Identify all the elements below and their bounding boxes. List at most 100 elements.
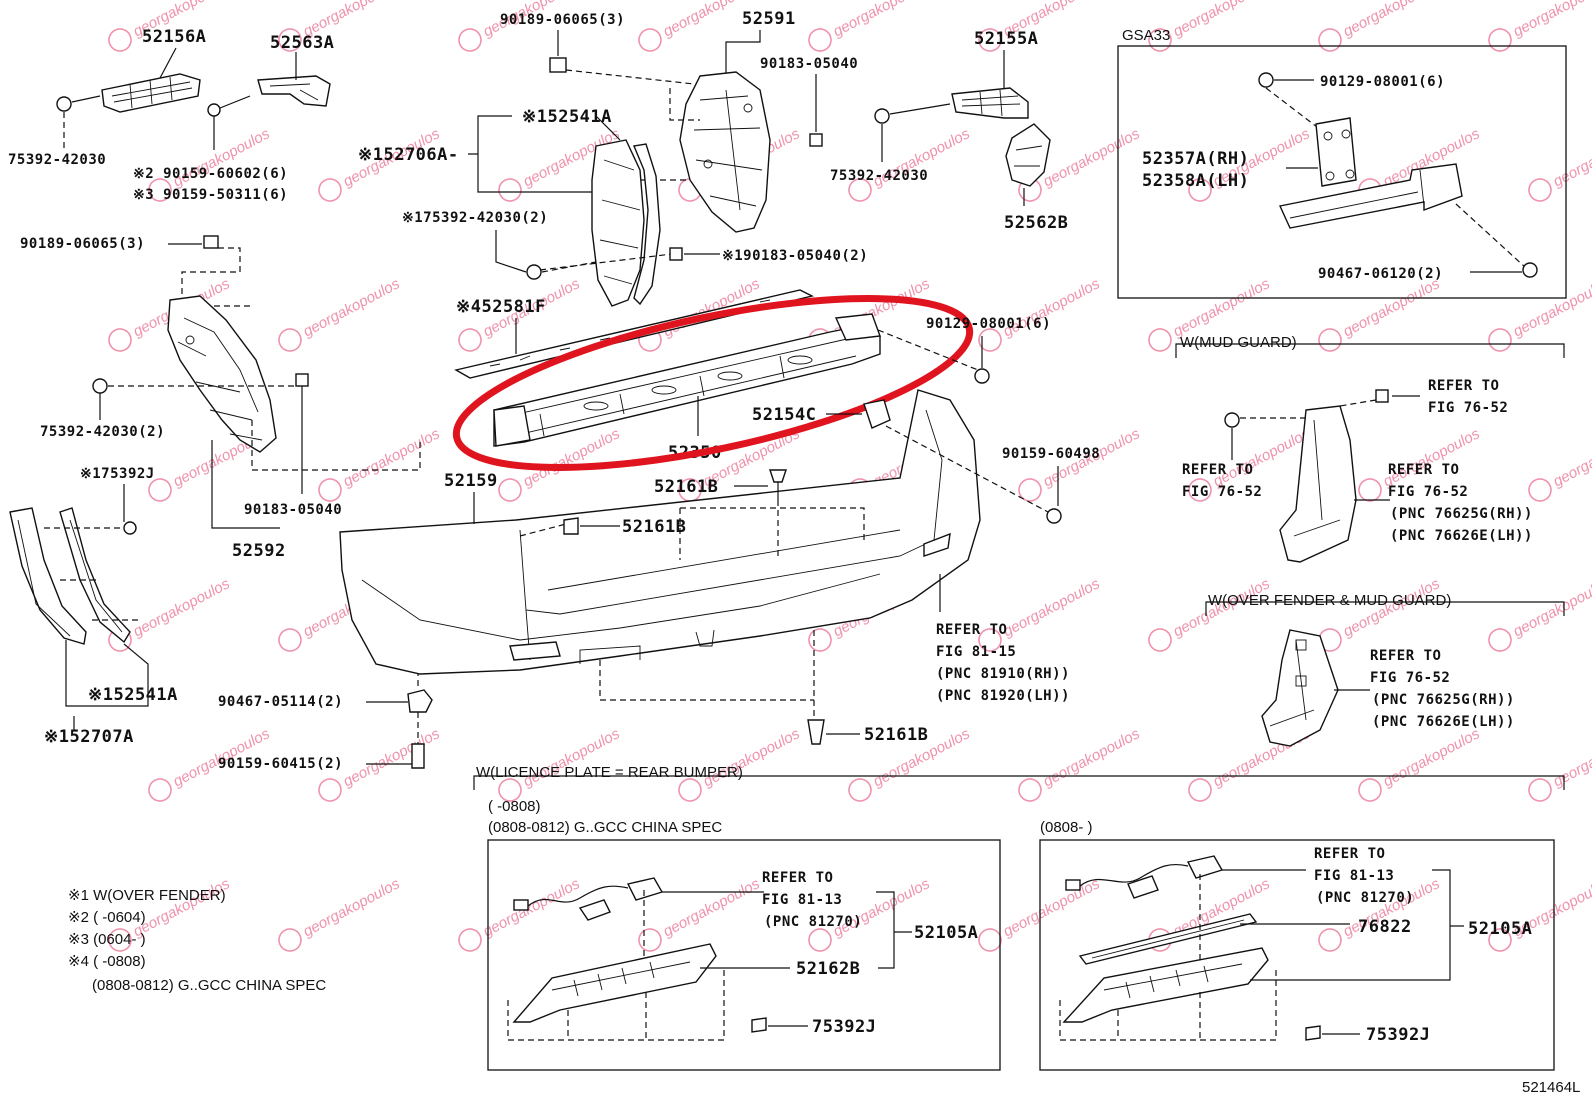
clip-90467-05114 xyxy=(407,689,433,713)
watermark-mark: georgakopoulos xyxy=(278,875,403,952)
clip-75392j-a xyxy=(123,484,137,535)
bracket-52562b xyxy=(1005,123,1051,187)
bracket-52156a xyxy=(101,73,201,113)
over-fender-52707a xyxy=(9,507,87,645)
bolt-90159-60415 xyxy=(411,743,425,769)
label-pnc-81270-a: (PNC 81270) xyxy=(764,914,862,930)
label-refer-81-13-a2: FIG 81-13 xyxy=(762,892,842,908)
legend-line-1: ※1 W(OVER FENDER) xyxy=(68,887,226,904)
clip-52161b-b xyxy=(563,517,579,535)
svg-text:georgakopoulos: georgakopoulos xyxy=(1000,875,1103,940)
bumper-cover-52159 xyxy=(339,389,981,675)
label-52161b-b: 52161B xyxy=(622,517,686,537)
label-52161b-a: 52161B xyxy=(654,477,718,497)
label-w-over-fender-mud: W(OVER FENDER & MUD GUARD) xyxy=(1208,592,1451,609)
clip-75392j-b xyxy=(751,1017,767,1033)
nut-90183-05040-b xyxy=(809,133,823,147)
label-76822: 76822 xyxy=(1358,917,1412,937)
label-90467-05114: 90467-05114(2) xyxy=(218,694,343,710)
watermark-mark: georgakopoulos xyxy=(1148,575,1273,652)
label-range-0808-0812: (0808-0812) G..GCC CHINA SPEC xyxy=(488,819,722,836)
label-90159-60415: 90159-60415(2) xyxy=(218,756,343,772)
label-52592: 52592 xyxy=(232,541,286,561)
retainer-52154c xyxy=(863,399,891,429)
svg-text:georgakopoulos: georgakopoulos xyxy=(300,875,403,940)
label-90159-50311: ※3 90159-50311(6) xyxy=(133,187,288,203)
watermark-mark: georgakopoulos xyxy=(1018,425,1143,502)
label-52707a: ※152707A xyxy=(44,727,134,747)
label-52155a: 52155A xyxy=(974,29,1038,49)
svg-text:georgakopoulos: georgakopoulos xyxy=(1510,0,1592,40)
label-90159-60498: 90159-60498 xyxy=(1002,446,1100,462)
svg-text:georgakopoulos: georgakopoulos xyxy=(1380,425,1483,490)
label-refer-76-52-a1: REFER TO xyxy=(1428,378,1499,394)
watermark-mark: georgakopoulos xyxy=(1528,125,1592,202)
legend-line-3: ※3 (0604- ) xyxy=(68,931,146,948)
bracket-52563a xyxy=(257,75,331,107)
legend-line-5: (0808-0812) G..GCC CHINA SPEC xyxy=(92,977,326,994)
label-52162b: 52162B xyxy=(796,959,860,979)
label-refer-81-13-b2: FIG 81-13 xyxy=(1314,868,1394,884)
svg-text:georgakopoulos: georgakopoulos xyxy=(1550,425,1592,490)
label-52541a-b: ※152541A xyxy=(88,685,178,705)
mud-guard-b xyxy=(1261,629,1339,747)
legend: ※1 W(OVER FENDER) ※2 ( -0604) ※3 (0604- … xyxy=(68,887,326,994)
moulding-76822 xyxy=(1078,913,1258,965)
watermark-mark: georgakopoulos xyxy=(278,275,403,352)
nut-90183-05040-n1 xyxy=(669,247,683,261)
label-90129-08001-a: 90129-08001(6) xyxy=(926,316,1051,332)
svg-text:georgakopoulos: georgakopoulos xyxy=(1040,725,1143,790)
label-52357a: 52357A(RH) xyxy=(1142,149,1249,169)
label-75392j-a: ※175392J xyxy=(80,466,155,482)
label-75392j-c: 75392J xyxy=(1366,1025,1430,1045)
licence-garnish-b xyxy=(1062,947,1269,1023)
svg-text:georgakopoulos: georgakopoulos xyxy=(1340,275,1443,340)
frame-rail-gsa33 xyxy=(1278,163,1463,229)
label-range-0808-open: (0808- ) xyxy=(1040,819,1093,836)
watermark-mark: georgakopoulos xyxy=(1318,875,1443,952)
label-pnc-76625g-b: (PNC 76625G(RH)) xyxy=(1372,692,1515,708)
label-90467-06120: 90467-06120(2) xyxy=(1318,266,1443,282)
svg-text:georgakopoulos: georgakopoulos xyxy=(1510,275,1592,340)
screw-90159-a xyxy=(207,95,251,150)
svg-text:georgakopoulos: georgakopoulos xyxy=(1210,425,1313,490)
wire-harness-a xyxy=(513,877,764,921)
bolt-90129-08001-a xyxy=(974,368,990,384)
label-52154c: 52154C xyxy=(752,405,816,425)
label-refer-76-52-c1: REFER TO xyxy=(1388,462,1459,478)
svg-text:georgakopoulos: georgakopoulos xyxy=(300,275,403,340)
label-52706a: ※152706A- xyxy=(358,145,459,165)
retainer-52591 xyxy=(679,71,771,233)
svg-text:georgakopoulos: georgakopoulos xyxy=(1000,575,1103,640)
label-pnc-76625g-a: (PNC 76625G(RH)) xyxy=(1390,506,1533,522)
licence-box-left xyxy=(487,839,1001,1071)
label-90183-05040-b: 90183-05040 xyxy=(760,56,858,72)
svg-text:georgakopoulos: georgakopoulos xyxy=(130,875,233,940)
label-pnc-81910: (PNC 81910(RH)) xyxy=(936,666,1070,682)
label-52161b-c: 52161B xyxy=(864,725,928,745)
label-pnc-76626e-b: (PNC 76626E(LH)) xyxy=(1372,714,1515,730)
label-refer-76-52-d2: FIG 76-52 xyxy=(1370,670,1450,686)
label-52159: 52159 xyxy=(444,471,498,491)
svg-text:georgakopoulos: georgakopoulos xyxy=(130,575,233,640)
label-90189-06065-b: 90189-06065(3) xyxy=(500,12,625,28)
label-52105a-a: 52105A xyxy=(914,923,978,943)
legend-line-2: ※2 ( -0604) xyxy=(68,909,146,926)
label-90129-08001-b: 90129-08001(6) xyxy=(1320,74,1445,90)
legend-line-4: ※4 ( -0808) xyxy=(68,953,146,970)
clip-refer-76-52-b xyxy=(1224,412,1240,428)
label-52105a-b: 52105A xyxy=(1468,919,1532,939)
label-gsa33: GSA33 xyxy=(1122,27,1170,44)
licence-garnish-52162b xyxy=(512,943,717,1023)
watermark-mark: georgakopoulos xyxy=(978,575,1103,652)
mud-guard-a xyxy=(1279,405,1357,563)
highlight-ellipse xyxy=(452,295,974,471)
watermark-mark: georgakopoulos xyxy=(1488,575,1592,652)
label-52563a: 52563A xyxy=(270,33,334,53)
watermark-mark: georgakopoulos xyxy=(978,275,1103,352)
watermark-mark: georgakopoulos xyxy=(1018,725,1143,802)
label-75392j-b: 75392J xyxy=(812,1017,876,1037)
nut-90189-06065-b xyxy=(549,57,567,73)
